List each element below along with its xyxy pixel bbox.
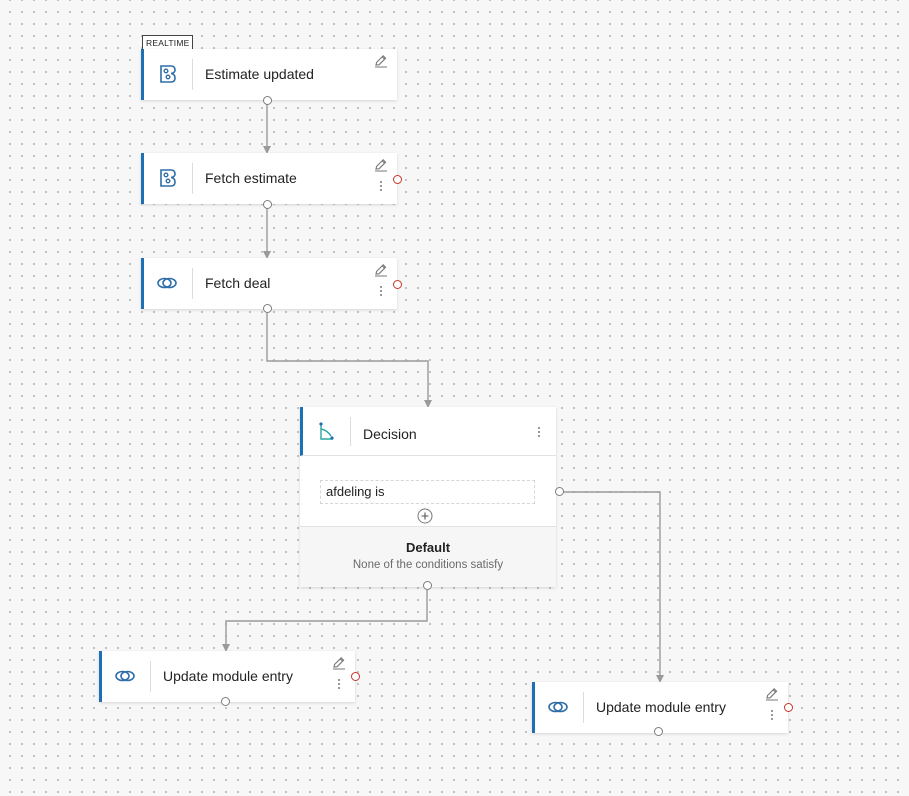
decision-node[interactable]: Decision afdeling is Default None of the…	[300, 407, 556, 587]
action-node-update-module-entry-left[interactable]: Update module entry	[99, 651, 355, 702]
add-condition-icon[interactable]	[417, 508, 433, 524]
action-node-fetch-deal[interactable]: Fetch deal	[141, 258, 397, 309]
pencil-icon[interactable]	[374, 54, 388, 68]
crm-link-icon	[548, 701, 568, 713]
node-title: Fetch deal	[205, 275, 271, 291]
more-options-icon[interactable]	[379, 180, 383, 194]
realtime-tag: REALTIME	[142, 35, 194, 50]
pencil-icon[interactable]	[765, 687, 779, 701]
error-port[interactable]	[351, 672, 360, 681]
node-divider	[192, 163, 193, 194]
connector-condition-to-update-right	[564, 491, 664, 683]
more-options-icon[interactable]	[537, 427, 541, 441]
default-title: Default	[405, 540, 451, 555]
bigin-app-icon	[160, 65, 176, 83]
node-title: Estimate updated	[205, 66, 314, 82]
error-port[interactable]	[784, 703, 793, 712]
node-title: Update module entry	[163, 668, 293, 684]
crm-link-icon	[157, 277, 177, 289]
pencil-icon[interactable]	[332, 656, 346, 670]
pencil-icon[interactable]	[374, 158, 388, 172]
output-port[interactable]	[263, 200, 272, 209]
branch-icon	[319, 422, 334, 440]
more-options-icon[interactable]	[770, 709, 774, 723]
node-divider	[192, 268, 193, 299]
output-port[interactable]	[263, 304, 272, 313]
output-port[interactable]	[221, 697, 230, 706]
bigin-app-icon	[160, 169, 176, 187]
pencil-icon[interactable]	[374, 263, 388, 277]
default-output-port[interactable]	[423, 581, 432, 590]
decision-title: Decision	[363, 426, 417, 442]
node-title: Update module entry	[596, 699, 726, 715]
error-port[interactable]	[393, 175, 402, 184]
trigger-node-estimate-updated[interactable]: Estimate updated	[141, 49, 397, 100]
action-node-fetch-estimate[interactable]: Fetch estimate	[141, 153, 397, 204]
decision-condition[interactable]: afdeling is	[320, 480, 535, 504]
node-divider	[350, 417, 351, 446]
decision-header[interactable]: Decision	[300, 407, 556, 456]
node-title: Fetch estimate	[205, 170, 297, 186]
node-divider	[192, 59, 193, 90]
connector-fetch-deal-to-decision	[266, 313, 432, 408]
crm-link-icon	[115, 670, 135, 682]
output-port[interactable]	[654, 727, 663, 736]
connector-default-to-update-left	[222, 590, 428, 652]
default-subtitle: None of the conditions satisfy	[352, 559, 504, 571]
more-options-icon[interactable]	[337, 678, 341, 692]
output-port[interactable]	[263, 96, 272, 105]
condition-output-port[interactable]	[555, 487, 564, 496]
error-port[interactable]	[393, 280, 402, 289]
node-divider	[150, 661, 151, 692]
decision-default-branch[interactable]: Default None of the conditions satisfy	[300, 526, 556, 587]
more-options-icon[interactable]	[379, 285, 383, 299]
node-divider	[583, 692, 584, 723]
action-node-update-module-entry-right[interactable]: Update module entry	[532, 682, 788, 733]
